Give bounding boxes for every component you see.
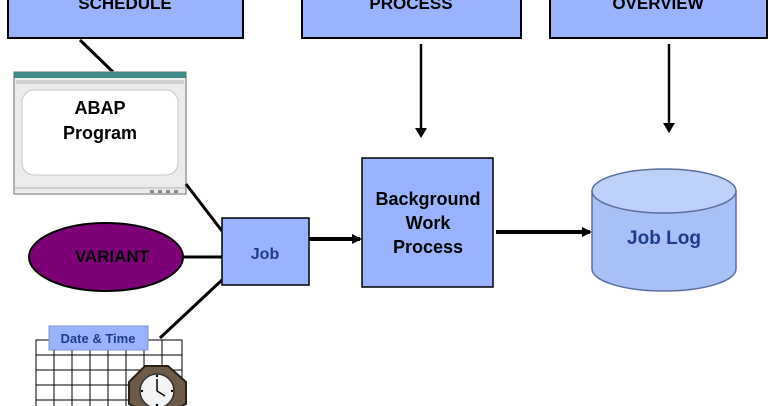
program-to-job-line — [184, 183, 224, 232]
job-label: Job — [251, 246, 280, 263]
job-log-label: Job Log — [627, 228, 701, 249]
schedule-header: SCHEDULE — [7, 0, 244, 39]
datetime-to-job-line — [158, 278, 224, 340]
program-window-icon: ABAP Program — [13, 71, 187, 195]
program-label-line1: ABAP — [74, 98, 125, 118]
overview-header-label: OVERVIEW — [612, 0, 704, 13]
process-header-label: PROCESS — [369, 0, 452, 13]
variant-node: VARIANT — [28, 222, 184, 292]
schedule-header-label: SCHEDULE — [78, 0, 172, 13]
background-label-line1: Background — [375, 189, 480, 209]
background-process-node: Background Work Process — [361, 157, 494, 288]
date-time-label: Date & Time — [61, 331, 136, 346]
job-log-node: Job Log — [591, 168, 737, 292]
job-node: Job — [221, 217, 310, 286]
background-label-line2: Work — [406, 213, 452, 233]
background-label-line3: Process — [393, 237, 463, 257]
schedule-connector — [78, 38, 115, 74]
variant-label: VARIANT — [75, 247, 150, 266]
clock-icon — [128, 365, 187, 406]
process-header: PROCESS — [301, 0, 522, 39]
program-label-line2: Program — [63, 123, 137, 143]
overview-header: OVERVIEW — [549, 0, 768, 39]
